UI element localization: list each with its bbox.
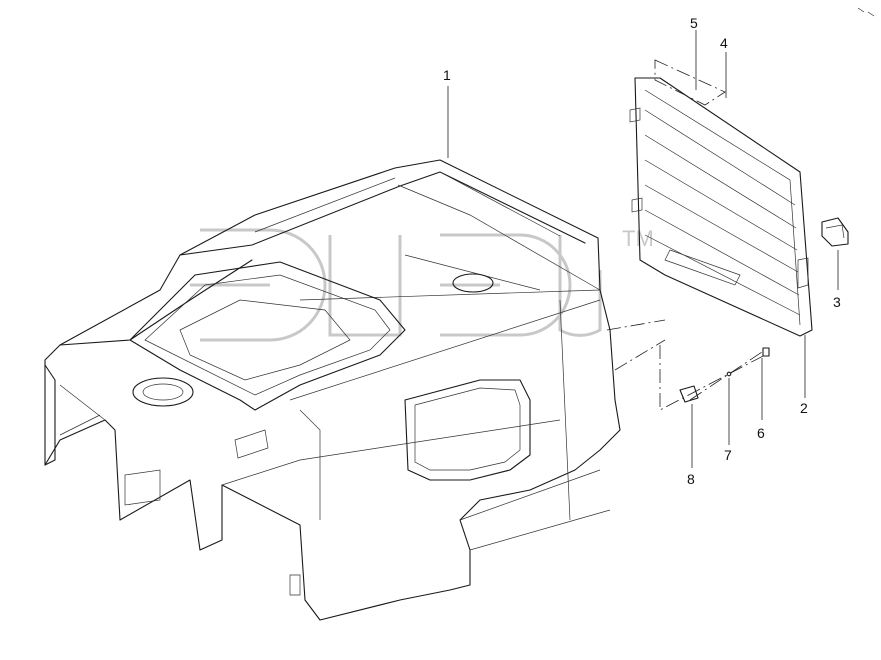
callout-1: 1	[443, 67, 451, 83]
callout-6: 6	[757, 425, 765, 441]
callout-4: 4	[720, 35, 728, 51]
assembly-lines	[606, 59, 766, 411]
grille-panel	[629, 77, 813, 337]
corner-mark	[857, 7, 875, 17]
hood-assembly	[44, 159, 621, 621]
watermark-logo: TM	[190, 226, 654, 342]
latch-bracket	[821, 217, 849, 247]
callout-7: 7	[724, 447, 732, 463]
watermark-trademark: TM	[622, 226, 654, 251]
leader-lines	[447, 30, 839, 468]
callout-3: 3	[833, 294, 841, 310]
callout-8: 8	[687, 471, 695, 487]
callout-2: 2	[800, 400, 808, 416]
callout-labels: 1 2 3 4 5 6 7 8	[443, 15, 841, 487]
callout-5: 5	[690, 15, 698, 31]
